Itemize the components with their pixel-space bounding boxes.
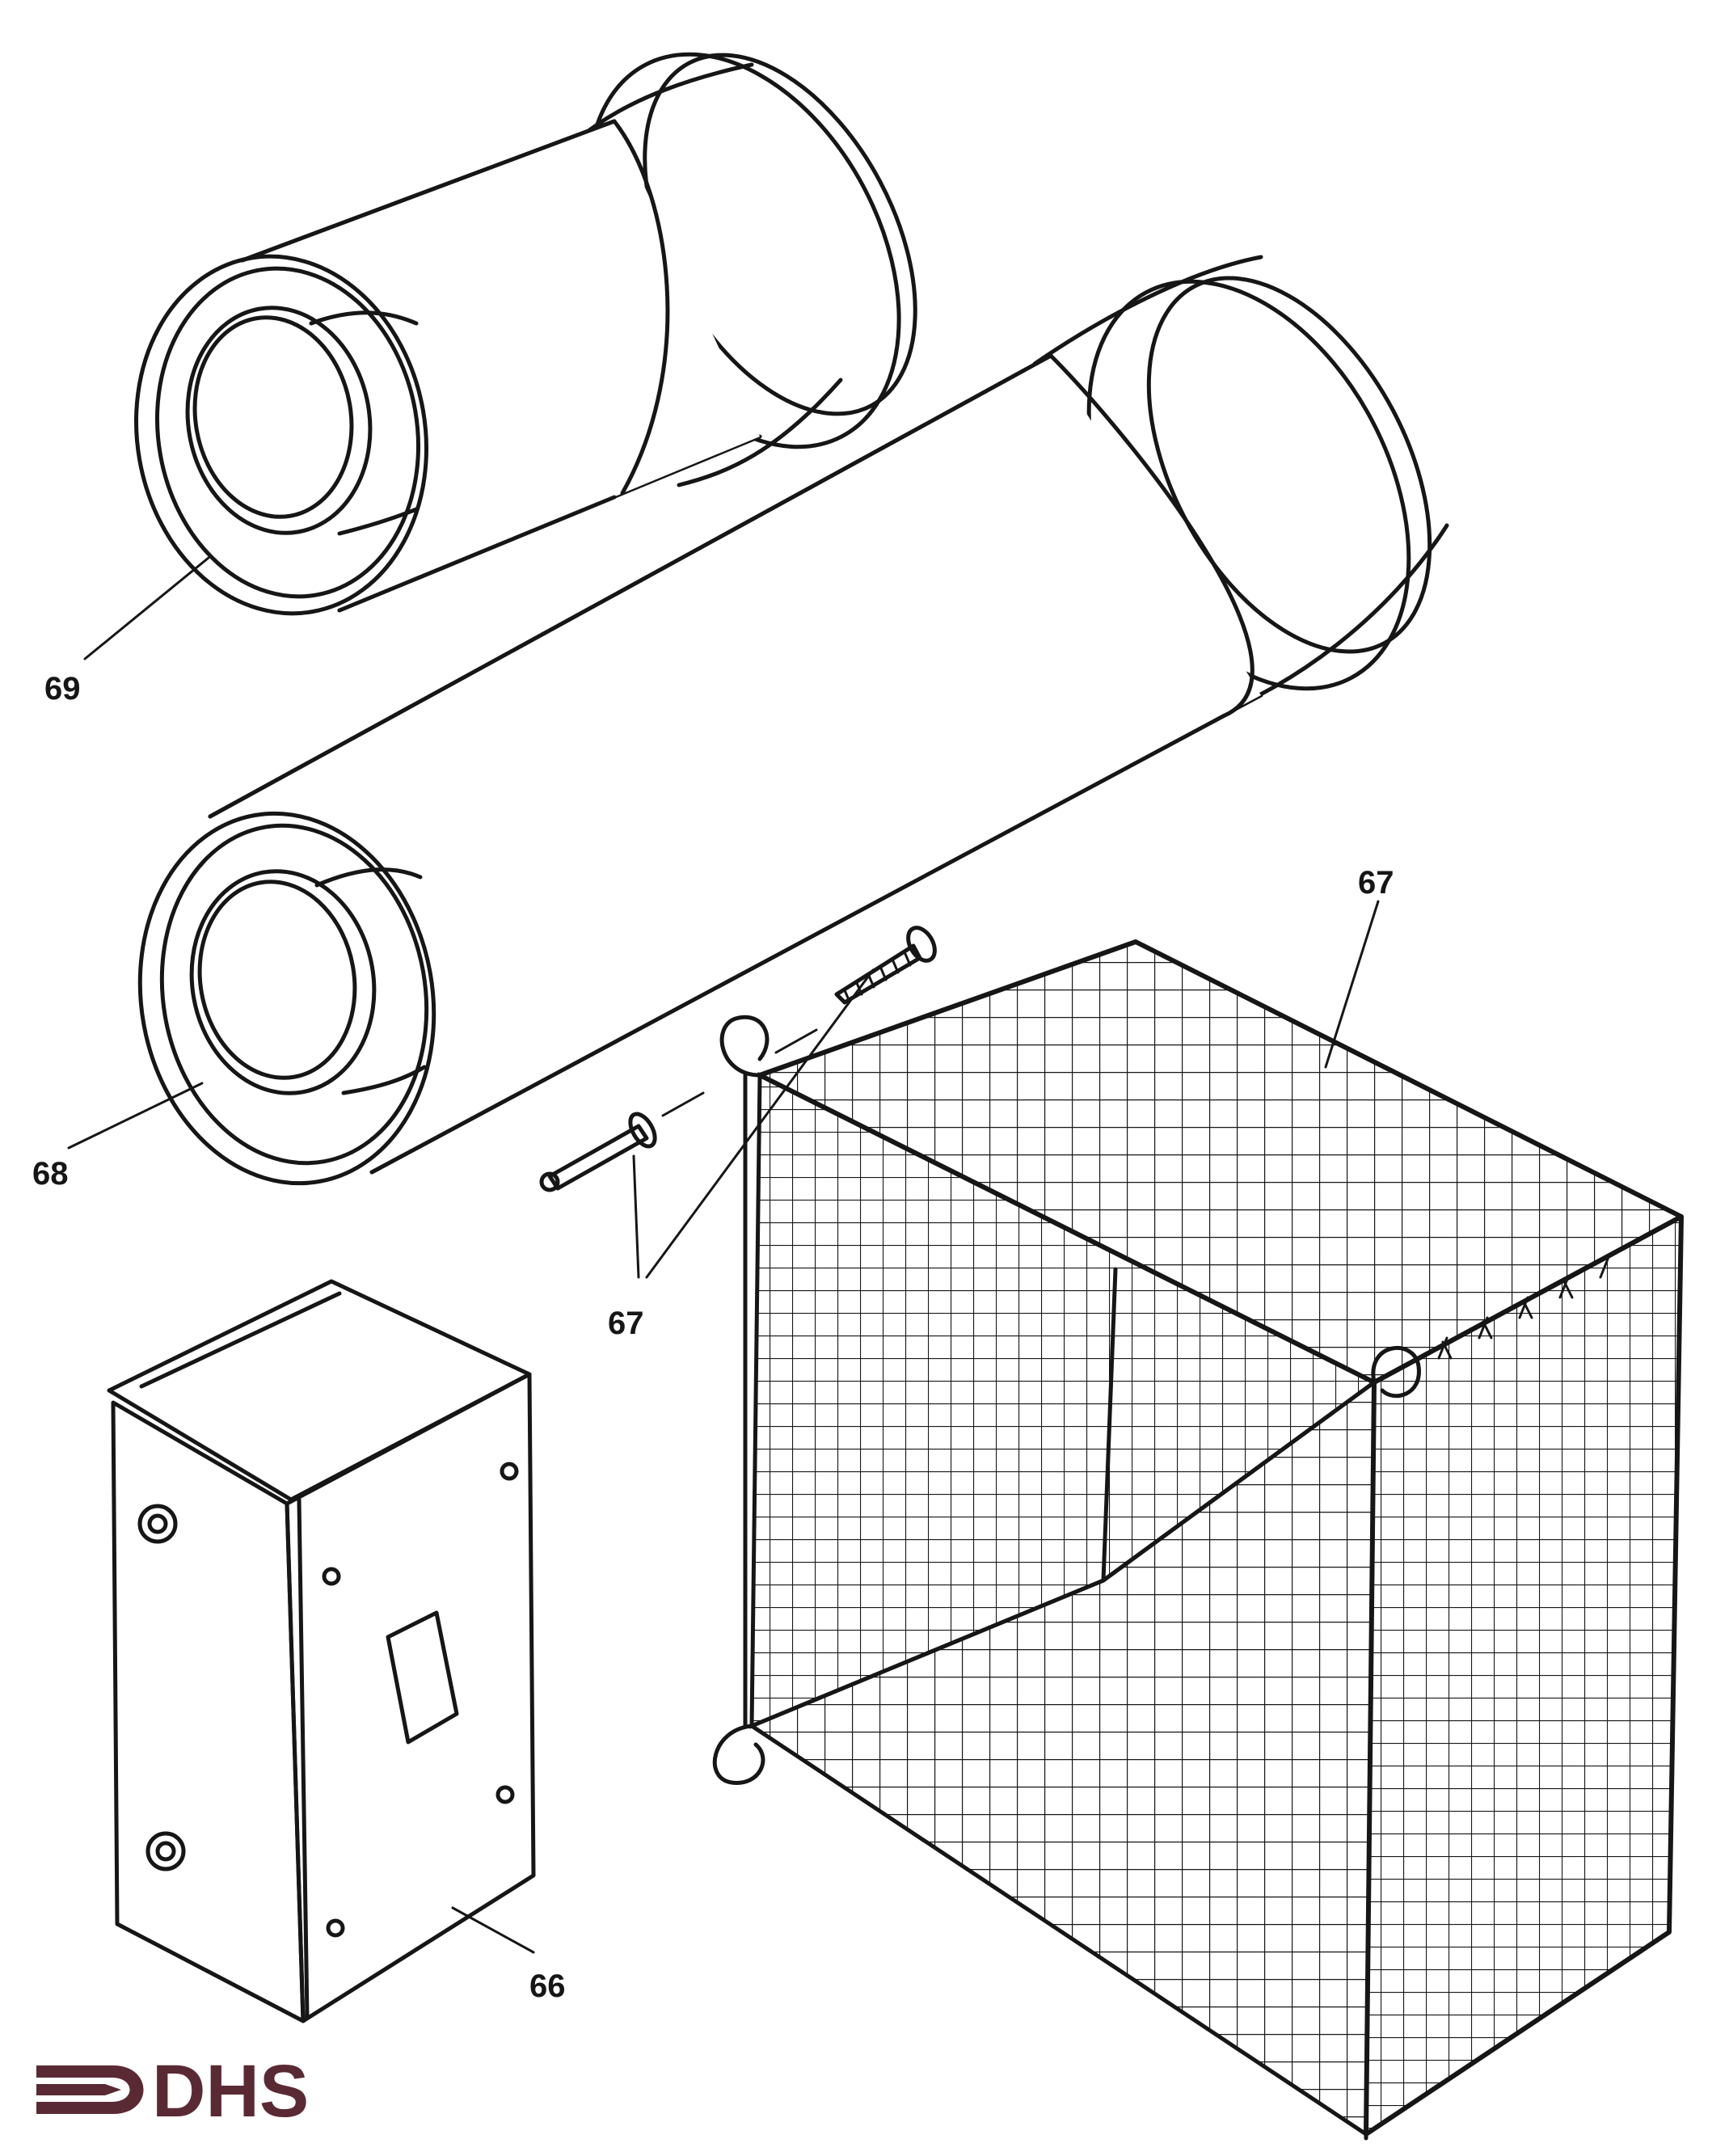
callout-67-pins: 67	[608, 1306, 644, 1341]
leader-lines	[67, 556, 1380, 1954]
callout-69: 69	[44, 671, 81, 707]
callout-66: 66	[529, 1968, 566, 2004]
dhs-logo-text: DHS	[152, 2050, 309, 2133]
enclosure-box-66	[107, 1279, 536, 2023]
filter-cartridge-69	[134, 52, 917, 616]
filter-cartridge-68	[137, 255, 1449, 1186]
dhs-logo: DHS	[36, 2050, 309, 2133]
callout-68: 68	[32, 1156, 69, 1192]
mounting-pins-67	[539, 926, 937, 1192]
wire-mesh-basket-67	[712, 939, 1684, 2141]
callout-67-basket: 67	[1358, 865, 1394, 901]
